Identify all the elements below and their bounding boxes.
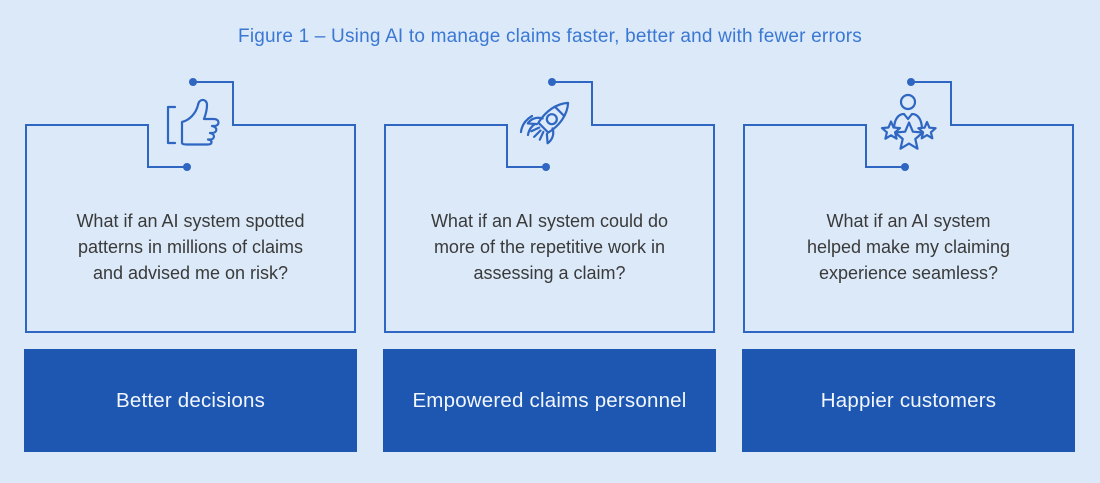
rocket-icon	[519, 101, 570, 145]
notched-box-border	[25, 81, 356, 333]
panel-outline-graphic	[25, 78, 356, 333]
question-text: What if an AI system could do more of th…	[383, 208, 716, 286]
panel-better-decisions: What if an AI system spotted patterns in…	[24, 70, 357, 334]
question-line: more of the repetitive work in	[433, 237, 666, 257]
connector-dot	[907, 78, 915, 86]
connector-dot	[542, 163, 550, 171]
connector-dot	[189, 78, 197, 86]
connector-dot	[901, 163, 909, 171]
panel-happier-customers: What if an AI system helped make my clai…	[742, 70, 1075, 334]
notched-box-border	[743, 81, 1074, 333]
figure-title: Figure 1 – Using AI to manage claims fas…	[238, 26, 862, 47]
bar-label: Happier customers	[820, 388, 997, 412]
question-line: helped make my claiming	[806, 237, 1011, 257]
panel-outline-graphic	[384, 78, 715, 333]
question-line: What if an AI system spotted	[76, 211, 305, 231]
question-line: What if an AI system	[826, 211, 991, 231]
connector-dot	[548, 78, 556, 86]
question-line: assessing a claim?	[473, 263, 626, 283]
label-bar-better-decisions: Better decisions	[24, 349, 357, 452]
panel-empowered-claims-personnel: What if an AI system could do more of th…	[383, 70, 716, 334]
question-text: What if an AI system helped make my clai…	[742, 208, 1075, 286]
bar-label: Empowered claims personnel	[412, 388, 687, 412]
person-stars-icon	[880, 93, 937, 150]
bar-label: Better decisions	[115, 388, 266, 412]
panel-outline-graphic	[743, 78, 1074, 333]
label-bar-empowered-claims-personnel: Empowered claims personnel	[383, 349, 716, 452]
question-text: What if an AI system spotted patterns in…	[24, 208, 357, 286]
question-line: patterns in millions of claims	[77, 237, 304, 257]
question-line: and advised me on risk?	[92, 263, 289, 283]
connector-dot	[183, 163, 191, 171]
question-line: experience seamless?	[818, 263, 999, 283]
label-bar-happier-customers: Happier customers	[742, 349, 1075, 452]
question-line: What if an AI system could do	[430, 211, 669, 231]
notched-box-border	[384, 81, 715, 333]
thumbs-up-icon	[166, 98, 220, 146]
